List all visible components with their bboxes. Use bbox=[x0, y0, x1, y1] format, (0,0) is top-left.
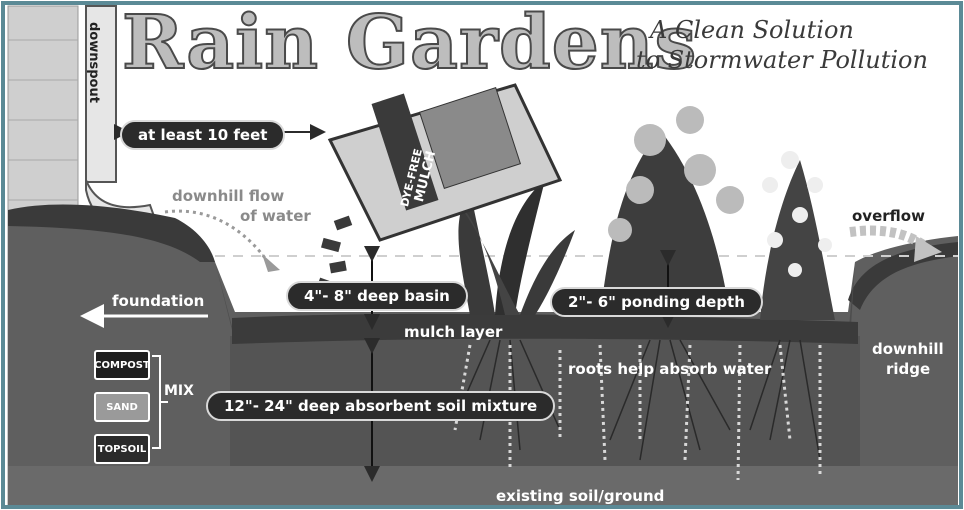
topsoil-box: TOPSOIL bbox=[94, 434, 150, 464]
distance-label: at least 10 feet bbox=[120, 120, 285, 150]
ponding-depth-label: 2"- 6" ponding depth bbox=[550, 287, 763, 317]
downhill-flow-label-line2: of water bbox=[240, 207, 311, 225]
compost-box: COMPOST bbox=[94, 350, 150, 380]
basin-depth-label: 4"- 8" deep basin bbox=[286, 281, 468, 311]
subtitle-line-1: A Clean Solution bbox=[650, 16, 854, 44]
roots-label: roots help absorb water bbox=[568, 360, 771, 378]
title: Rain Gardens bbox=[122, 6, 697, 80]
overflow-label: overflow bbox=[852, 207, 925, 225]
mulch-layer-label: mulch layer bbox=[404, 323, 502, 341]
downhill-ridge-label-line2: ridge bbox=[886, 360, 930, 378]
mix-label: MIX bbox=[164, 383, 194, 399]
existing-ground bbox=[8, 466, 958, 506]
soil-mixture-label: 12"- 24" deep absorbent soil mixture bbox=[206, 391, 555, 421]
sand-box: SAND bbox=[94, 392, 150, 422]
downhill-flow-label-line1: downhill flow bbox=[172, 187, 284, 205]
subtitle-line-2: to Stormwater Pollution bbox=[636, 46, 928, 74]
downspout-label: downspout bbox=[86, 22, 101, 103]
foundation-label: foundation bbox=[112, 292, 204, 310]
existing-soil-label: existing soil/ground bbox=[496, 487, 664, 505]
downhill-ridge-label-line1: downhill bbox=[872, 340, 944, 358]
